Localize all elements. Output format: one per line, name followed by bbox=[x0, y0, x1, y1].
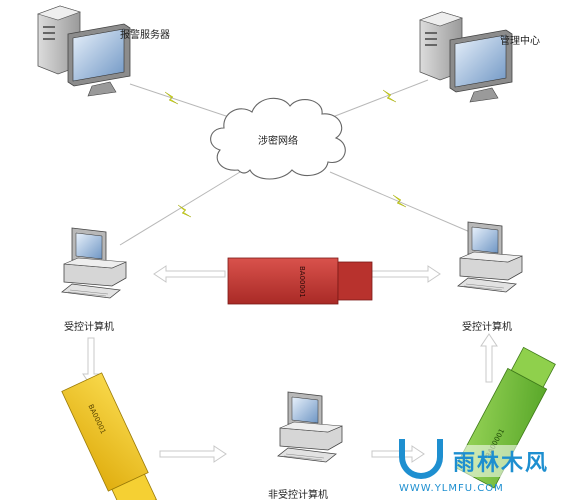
controlled-computer-right-icon bbox=[457, 221, 523, 293]
watermark: 雨林木风 WWW.YLMFU.COM bbox=[393, 435, 563, 500]
usb-red-serial: BA00001 bbox=[298, 266, 306, 298]
usb-drive-red: BA00001 bbox=[227, 257, 373, 305]
bolt-icon bbox=[177, 204, 192, 218]
alarm-server-label: 报警服务器 bbox=[120, 30, 170, 41]
watermark-logo-icon bbox=[399, 439, 443, 479]
management-center-icon bbox=[419, 11, 513, 103]
arrow-up-icon bbox=[480, 333, 498, 383]
alarm-server-icon bbox=[37, 5, 131, 97]
controlled-computer-right-label: 受控计算机 bbox=[462, 322, 512, 333]
controlled-computer-left-icon bbox=[61, 227, 127, 299]
watermark-url: WWW.YLMFU.COM bbox=[399, 483, 504, 494]
link-alarm-server bbox=[129, 83, 233, 119]
link-left-computer bbox=[119, 171, 241, 246]
bolt-icon bbox=[164, 91, 179, 105]
usb-drive-yellow: BA00001 bbox=[61, 372, 157, 500]
uncontrolled-computer-label: 非受控计算机 bbox=[268, 490, 328, 501]
bolt-icon bbox=[392, 194, 407, 208]
management-center-label: 管理中心 bbox=[500, 36, 540, 47]
link-right-computer bbox=[329, 171, 471, 233]
arrow-right-icon bbox=[371, 265, 441, 283]
arrow-left-icon bbox=[153, 265, 226, 283]
watermark-brand: 雨林木风 bbox=[453, 445, 550, 477]
bolt-icon bbox=[382, 89, 397, 103]
link-management-center bbox=[329, 79, 429, 119]
uncontrolled-computer-icon bbox=[277, 391, 343, 463]
network-label: 涉密网络 bbox=[258, 136, 298, 147]
controlled-computer-left-label: 受控计算机 bbox=[64, 322, 114, 333]
arrow-right-icon bbox=[159, 445, 227, 463]
network-cloud-icon bbox=[210, 97, 346, 180]
network-links bbox=[119, 79, 471, 246]
